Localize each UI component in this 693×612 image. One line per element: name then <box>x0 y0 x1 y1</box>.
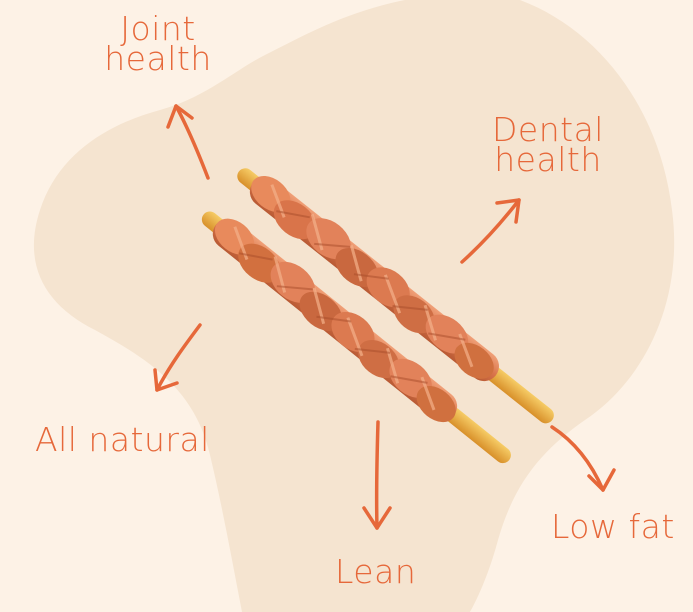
benefit-label-joint-health: Joint health <box>98 9 218 78</box>
chew-stick-back <box>237 168 554 424</box>
chew-stick-front <box>201 211 511 464</box>
arrow-dental-icon <box>460 198 521 264</box>
arrow-lean-icon <box>362 420 392 530</box>
benefit-label-all-natural: All natural <box>35 420 210 459</box>
benefit-label-dental-health: Dental health <box>488 110 608 179</box>
arrow-lowfat-icon <box>550 425 616 492</box>
arrow-joint-icon <box>166 104 210 180</box>
benefit-label-lean: Lean <box>335 552 417 591</box>
background-blob <box>33 0 675 612</box>
benefit-joint-line1: Joint <box>120 9 196 48</box>
benefit-label-low-fat: Low fat <box>551 507 675 546</box>
benefit-dental-line1: Dental <box>492 110 604 149</box>
benefit-dental-line2: health <box>494 140 602 179</box>
benefit-joint-line2: health <box>104 39 212 78</box>
arrow-natural-icon <box>153 323 202 392</box>
